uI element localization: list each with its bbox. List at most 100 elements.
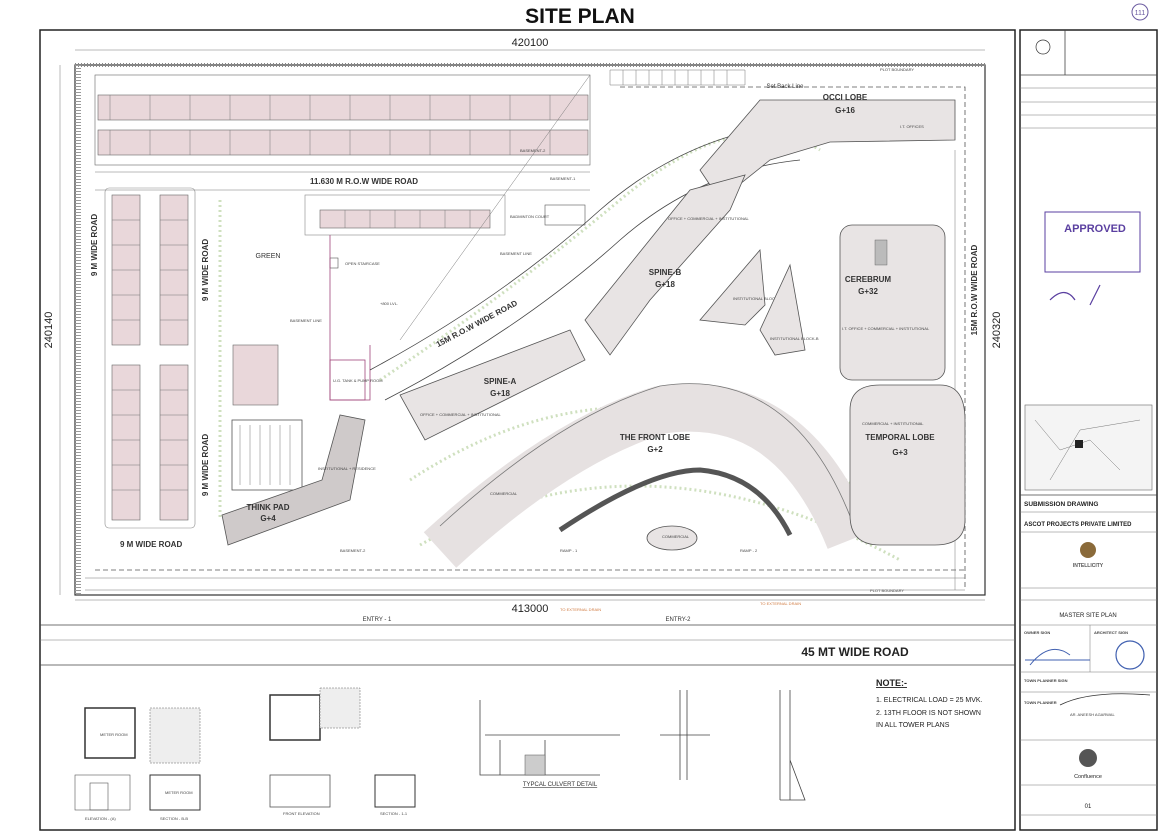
think-pad-use: INSTITUTIONAL + RESIDENCE bbox=[318, 466, 376, 471]
level-label: +800 LVL. bbox=[380, 301, 398, 306]
architect-logo-text: Confluence bbox=[1074, 774, 1102, 780]
core bbox=[874, 239, 888, 266]
drawing-title: MASTER SITE PLAN bbox=[1059, 613, 1116, 619]
elevation-a-label: ELEVATION - (A) bbox=[85, 816, 116, 821]
meter-room-detail bbox=[74, 707, 201, 811]
diagonal-road-edge bbox=[369, 124, 781, 371]
town-planner-sign-label: TOWN PLANNER SIGN bbox=[1024, 678, 1068, 683]
culvert-detail bbox=[479, 700, 620, 776]
cerebrum-use: I.T. OFFICE + COMMERCIAL + INSTITUTIONAL bbox=[842, 326, 930, 331]
cerebrum-name: CEREBRUM bbox=[845, 275, 892, 284]
ramp-2-label: RAMP - 2 bbox=[740, 548, 758, 553]
drawing-frame bbox=[39, 29, 1016, 831]
front-lobe-floors: G+2 bbox=[647, 445, 663, 454]
nine-m-road-label-mid: 9 M WIDE ROAD bbox=[201, 239, 210, 301]
row-road-top-label: 11.630 M R.O.W WIDE ROAD bbox=[310, 177, 418, 186]
key-plan bbox=[1024, 404, 1153, 491]
front-lobe-edge bbox=[439, 383, 851, 527]
badminton-court-label: BADMINTON COURT bbox=[510, 214, 550, 219]
approval-stamp bbox=[1044, 211, 1141, 306]
right-dimension: 240320 bbox=[991, 312, 1003, 349]
planner-name: AR. ANEESH AGARWAL bbox=[1070, 712, 1115, 717]
plot-boundary-label-bottom: PLOT BOUNDARY bbox=[870, 588, 904, 593]
building-front-lobe bbox=[423, 383, 873, 568]
basement-line-label: BASEMENT LINE bbox=[290, 318, 322, 323]
entry-1-label: ENTRY - 1 bbox=[363, 617, 392, 623]
ramp-1-label: RAMP - 1 bbox=[560, 548, 578, 553]
building-spine-a bbox=[399, 329, 586, 441]
client-name: ASCOT PROJECTS PRIVATE LIMITED bbox=[1024, 522, 1132, 528]
note-2-cont: IN ALL TOWER PLANS bbox=[876, 722, 950, 729]
temporal-lobe-name: TEMPORAL LOBE bbox=[865, 433, 935, 442]
ug-tank-label: U.G. TANK & PUMP ROOM bbox=[333, 378, 383, 383]
plot-boundary-label: PLOT BOUNDARY bbox=[880, 67, 914, 72]
occi-lobe-floors: G+16 bbox=[835, 106, 855, 115]
confluence-logo-icon bbox=[1079, 749, 1097, 767]
block-b-label: INSTITUTIONAL BLOCK-B bbox=[770, 336, 819, 341]
building-cerebrum bbox=[839, 224, 946, 381]
front-lobe-use: COMMERCIAL bbox=[490, 491, 518, 496]
left-residential-columns bbox=[104, 187, 196, 529]
meter-room-section-label: METER ROOM bbox=[165, 790, 193, 795]
architect-seal bbox=[1115, 640, 1145, 670]
owner-signature bbox=[1025, 648, 1090, 666]
open-staircase bbox=[329, 257, 339, 269]
page-number-circle bbox=[1131, 3, 1149, 21]
building-think-pad bbox=[221, 414, 366, 546]
occi-lobe-use: I.T. OFFICES bbox=[900, 124, 924, 129]
badminton-court bbox=[544, 204, 586, 226]
ug-tank bbox=[329, 359, 366, 401]
approved-stamp-text: APPROVED bbox=[1064, 223, 1126, 235]
building-occi-lobe bbox=[699, 99, 956, 201]
main-road-label: 45 MT WIDE ROAD bbox=[801, 645, 909, 659]
drawing-number: 01 bbox=[1085, 804, 1092, 810]
nine-m-road-label-left: 9 M WIDE ROAD bbox=[90, 214, 99, 276]
front-lobe-arcade bbox=[558, 467, 793, 537]
basement-outline bbox=[329, 235, 371, 401]
town-planner-signature bbox=[1059, 693, 1151, 706]
set-back-line-label: Set Back Line bbox=[766, 84, 804, 90]
top-residential-strip bbox=[94, 69, 746, 166]
guard-room-detail bbox=[269, 687, 416, 808]
culvert-detail-label: TYPCAL CULVERT DETAIL bbox=[523, 782, 598, 788]
right-road-label: 15M R.O.W WIDE ROAD bbox=[970, 244, 979, 335]
spine-a-floors: G+18 bbox=[490, 389, 510, 398]
front-lobe-name: THE FRONT LOBE bbox=[620, 433, 691, 442]
meter-room-label: METER ROOM bbox=[100, 732, 128, 737]
external-drain-label: TO EXTERNAL DRAIN bbox=[560, 607, 601, 612]
block-a-label: INSTITUTIONAL BLOCK-A bbox=[733, 296, 782, 301]
institutional-block-b bbox=[759, 263, 806, 356]
basement-2-label-bottom: BASEMENT-2 bbox=[340, 548, 366, 553]
building-temporal-lobe bbox=[849, 384, 966, 546]
sheet-title: SITE PLAN bbox=[525, 5, 635, 28]
submission-drawing: SUBMISSION DRAWING bbox=[1024, 501, 1098, 508]
temporal-lobe-use: COMMERCIAL + INSTITUTIONAL bbox=[862, 421, 924, 426]
title-block-frame bbox=[1019, 29, 1158, 831]
cerebrum-floors: G+32 bbox=[858, 287, 878, 296]
occi-lobe-name: OCCI LOBE bbox=[823, 93, 868, 102]
town-planner-label: TOWN PLANNER bbox=[1024, 700, 1057, 705]
architect-sign-label: ARCHITECT SIGN bbox=[1094, 630, 1128, 635]
bottom-dimension: 413000 bbox=[512, 603, 549, 615]
front-elevation-label: FRONT ELEVATION bbox=[283, 811, 320, 816]
institutional-block-a bbox=[699, 249, 766, 326]
north-point-icon bbox=[1035, 39, 1051, 55]
spine-a-use: OFFICE + COMMERCIAL + INSTITUTIONAL bbox=[420, 412, 502, 417]
external-drain-label-2: TO EXTERNAL DRAIN bbox=[760, 601, 801, 606]
building-spine-b bbox=[584, 174, 746, 356]
nine-m-road-label-lower: 9 M WIDE ROAD bbox=[201, 434, 210, 496]
note-1: 1. ELECTRICAL LOAD = 25 MVK. bbox=[876, 697, 983, 704]
spine-a-name: SPINE-A bbox=[484, 377, 517, 386]
basement-line-label-2: BASEMENT LINE bbox=[500, 251, 532, 256]
nine-m-road-label-bottom: 9 M WIDE ROAD bbox=[120, 540, 182, 549]
think-pad-floors: G+4 bbox=[260, 514, 276, 523]
basement-edge bbox=[399, 74, 591, 341]
spine-b-use: OFFICE + COMMERCIAL + INSTITUTIONAL bbox=[668, 216, 750, 221]
notes-heading: NOTE:- bbox=[876, 678, 907, 688]
section-11-label: SECTION - 1-1 bbox=[380, 811, 408, 816]
owner-sign-label: OWNER SIGN bbox=[1024, 630, 1050, 635]
spine-b-floors: G+18 bbox=[655, 280, 675, 289]
entry-2-label: ENTRY-2 bbox=[665, 617, 691, 623]
intellicity-logo-icon bbox=[1080, 542, 1096, 558]
